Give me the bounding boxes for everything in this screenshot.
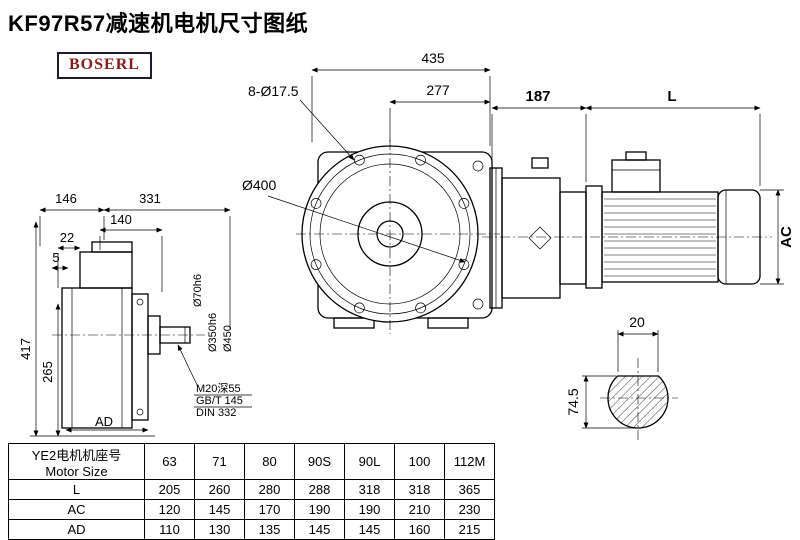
size-col-112m: 112M [444,443,495,480]
standard-gbt-label: GB/T 145 [196,395,243,407]
spigot-diameter-label: Ø350h6 [207,313,219,352]
row-label-AD: AD [8,519,145,540]
size-col-63: 63 [144,443,195,480]
table-cell: 110 [144,519,195,540]
table-cell: 160 [394,519,445,540]
dim-AC-label: AC [778,226,795,248]
dim-435-label: 435 [421,50,445,66]
dim-AD-label: AD [95,414,113,429]
dim-5-label: 5 [52,250,59,265]
table-cell: 145 [344,519,395,540]
size-col-80: 80 [244,443,295,480]
table-cell: 190 [294,499,345,520]
fan-cowl [717,189,761,285]
oil-sight-diamond [528,226,552,250]
tap-hole-label: M20深55 [196,382,241,395]
flange-diameter-label: Ø450 [222,325,234,352]
shaft-diameter-label: Ø70h6 [192,274,204,307]
table-row-AD: AD 110 130 135 145 145 160 215 [8,519,495,540]
table-cell: 170 [244,499,295,520]
size-col-71: 71 [194,443,245,480]
vent-plug [531,157,549,169]
table-cell: 318 [344,479,395,500]
table-cell: 318 [394,479,445,500]
dim-22-label: 22 [60,230,74,245]
table-cell: 215 [444,519,495,540]
table-cell: 190 [344,499,395,520]
table-cell: 135 [244,519,295,540]
motor-size-label-en: Motor Size [45,463,108,479]
dim-146-label: 146 [55,191,77,206]
table-cell: 210 [394,499,445,520]
table-header-motor-size: YE2电机机座号 Motor Size [8,443,145,480]
dim-265-label: 265 [40,361,55,383]
table-cell: 145 [194,499,245,520]
dim-331-label: 331 [139,191,161,206]
bolt-circle-label: Ø400 [242,177,276,193]
boserl-logo: BOSERL [57,52,152,79]
table-cell: 288 [294,479,345,500]
row-label-AC: AC [8,499,145,520]
motor-fins [604,198,716,277]
table-cell: 280 [244,479,295,500]
table-cell: 230 [444,499,495,520]
table-row-AC: AC 120 145 170 190 190 210 230 [8,499,495,520]
row-label-L: L [8,479,145,500]
table-header-row: YE2电机机座号 Motor Size 63 71 80 90S 90L 100… [8,443,495,480]
table-cell: 130 [194,519,245,540]
dim-L-label: L [667,88,676,105]
bolt-holes [310,154,470,314]
table-cell: 260 [194,479,245,500]
table-cell: 365 [444,479,495,500]
motor-size-table: YE2电机机座号 Motor Size 63 71 80 90S 90L 100… [8,443,495,540]
dim-187-label: 187 [525,88,550,105]
size-col-90l: 90L [344,443,395,480]
output-flange [131,293,149,421]
table-cell: 205 [144,479,195,500]
page-title: KF97R57减速机电机尺寸图纸 [8,11,309,36]
dim-20-label: 20 [629,314,645,330]
shaft-cross-section: 20 74.5 [565,314,678,440]
size-col-90s: 90S [294,443,345,480]
size-col-100: 100 [394,443,445,480]
bolt-holes-label: 8-Ø17.5 [248,83,299,99]
motor-size-label-cn: YE2电机机座号 [31,447,122,463]
dim-140-label: 140 [110,212,132,227]
front-view: 435 277 8-Ø17.5 Ø400 [242,50,500,334]
terminal-box [611,159,661,193]
dim-417-label: 417 [18,338,33,360]
left-side-view: 146 331 140 22 5 417 265 AD Ø70h6 Ø350h6… [18,191,252,437]
right-side-view: 187 L AC [482,88,795,309]
table-row-L: L 205 260 280 288 318 318 365 [8,479,495,500]
table-cell: 120 [144,499,195,520]
dim-277-label: 277 [426,82,450,98]
table-cell: 145 [294,519,345,540]
gearbox-body [61,287,133,429]
standard-din-label: DIN 332 [196,407,236,419]
dim-74-5-label: 74.5 [565,388,581,415]
